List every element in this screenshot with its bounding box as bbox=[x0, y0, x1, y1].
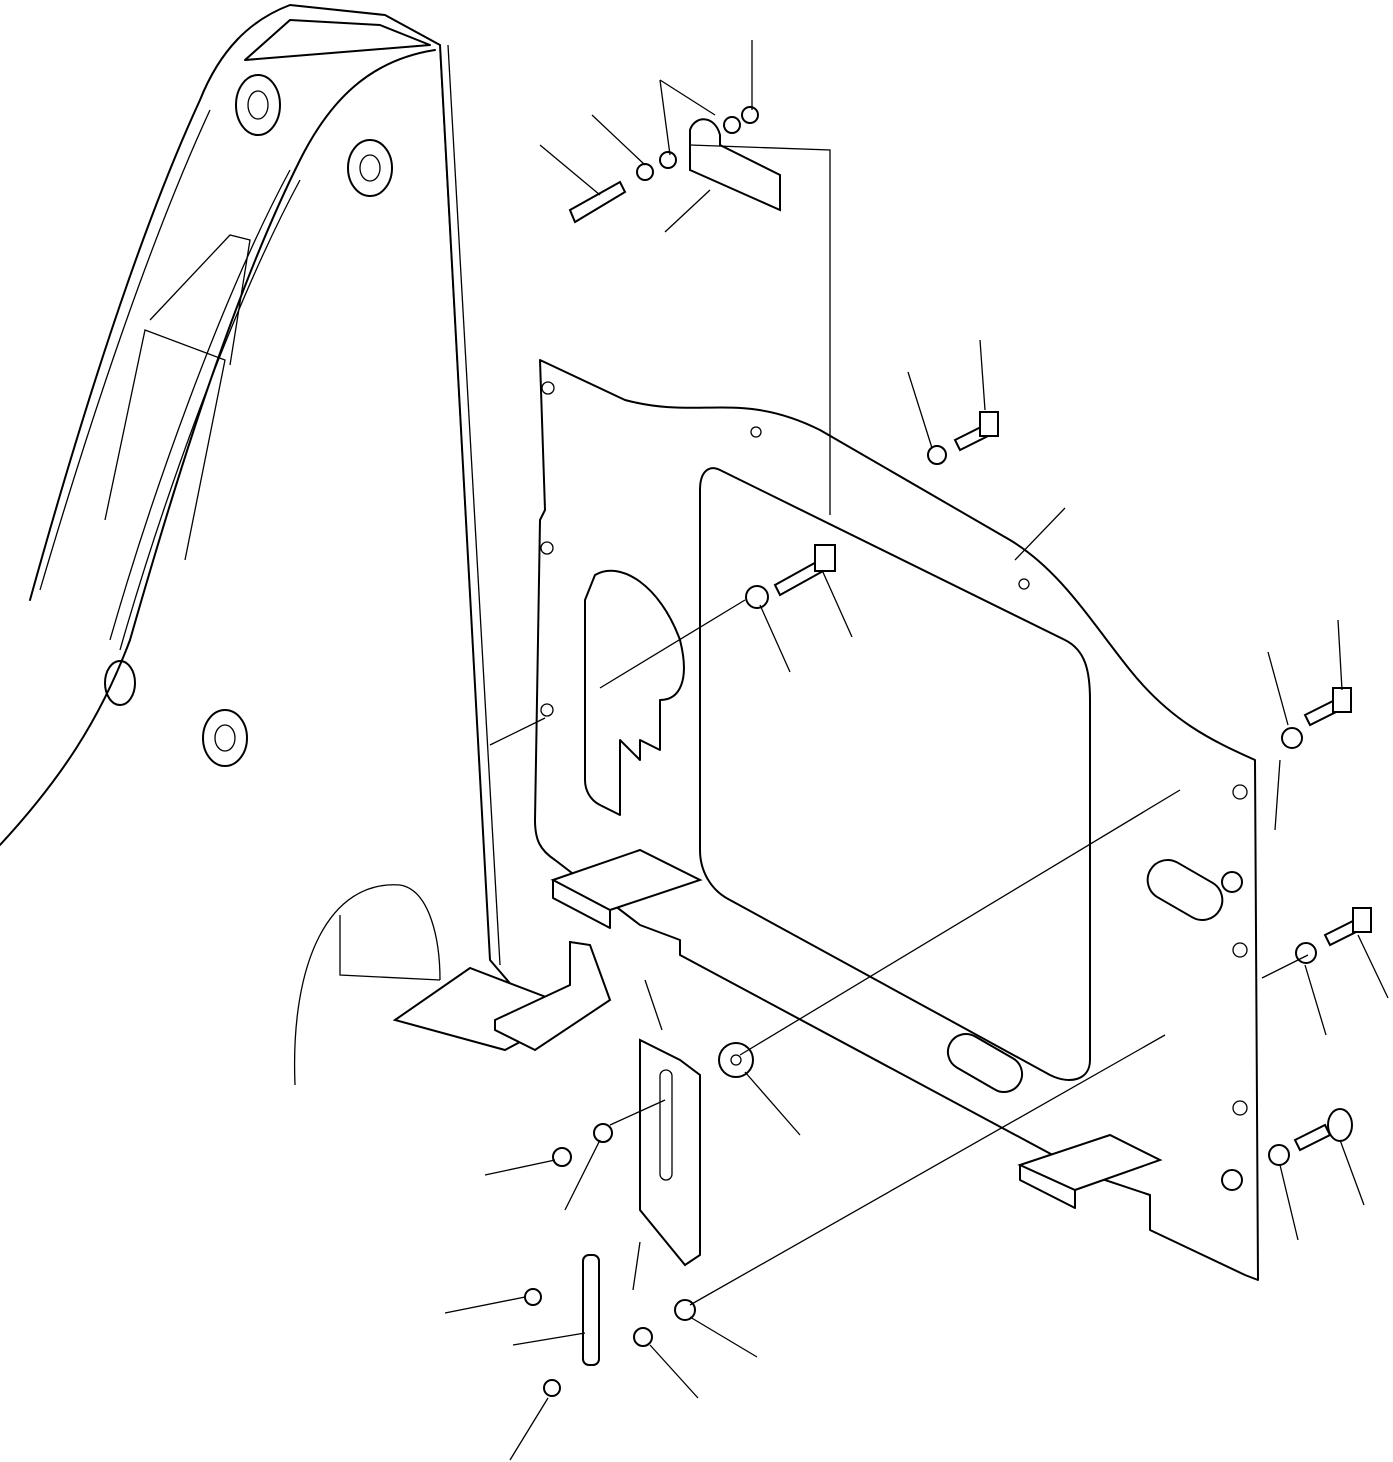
top-bracket bbox=[689, 118, 781, 212]
leader-lines bbox=[444, 40, 1389, 1461]
boom-frame bbox=[0, 4, 521, 1086]
washers-nuts bbox=[524, 106, 1317, 1397]
bolts bbox=[568, 180, 1372, 1366]
boom-bosses bbox=[104, 74, 393, 767]
slotted-stay bbox=[639, 1038, 701, 1267]
lower-bracket bbox=[392, 940, 612, 1052]
mounting-plate bbox=[534, 359, 1259, 1281]
plate-tabs bbox=[550, 848, 1163, 1209]
